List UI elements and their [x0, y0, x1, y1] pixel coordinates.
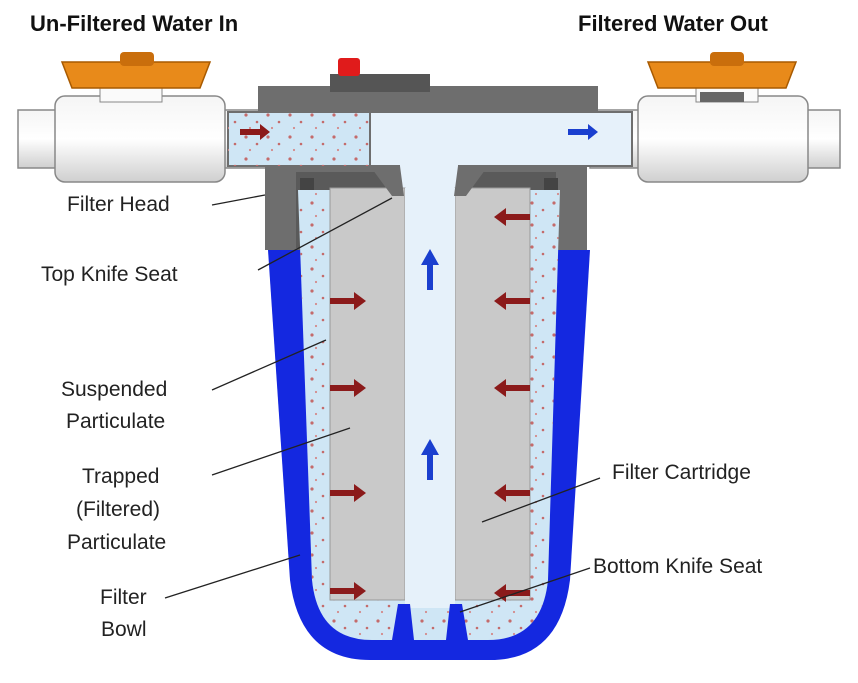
outlet-heading: Filtered Water Out [578, 11, 768, 36]
label-top-knife-seat: Top Knife Seat [41, 263, 178, 286]
inlet-heading: Un-Filtered Water In [30, 11, 239, 36]
outlet-pipe [589, 95, 841, 183]
filter-cartridge [329, 187, 531, 608]
inlet-valve-handle [60, 52, 212, 103]
bottom-knife-seat [392, 604, 468, 640]
pressure-release-button [338, 58, 360, 76]
inlet-pipe [17, 95, 269, 183]
outlet-valve-handle [646, 52, 798, 103]
outflow-arrows [421, 124, 598, 480]
inflow-arrows [240, 124, 530, 602]
label-trapped-particulate: Particulate [67, 531, 167, 554]
label-bowl: Bowl [101, 618, 147, 641]
label-suspended: Suspended [61, 378, 168, 401]
label-filter-cartridge: Filter Cartridge [612, 461, 751, 484]
label-filter: Filter [100, 586, 147, 609]
label-filtered: (Filtered) [76, 498, 161, 521]
label-bottom-knife-seat: Bottom Knife Seat [593, 555, 763, 578]
leader-lines [164, 194, 601, 613]
label-trapped: Trapped [82, 465, 160, 488]
label-filter-head: Filter Head [67, 193, 170, 216]
top-knife-seat [370, 166, 488, 196]
label-suspended-particulate: Particulate [66, 410, 166, 433]
